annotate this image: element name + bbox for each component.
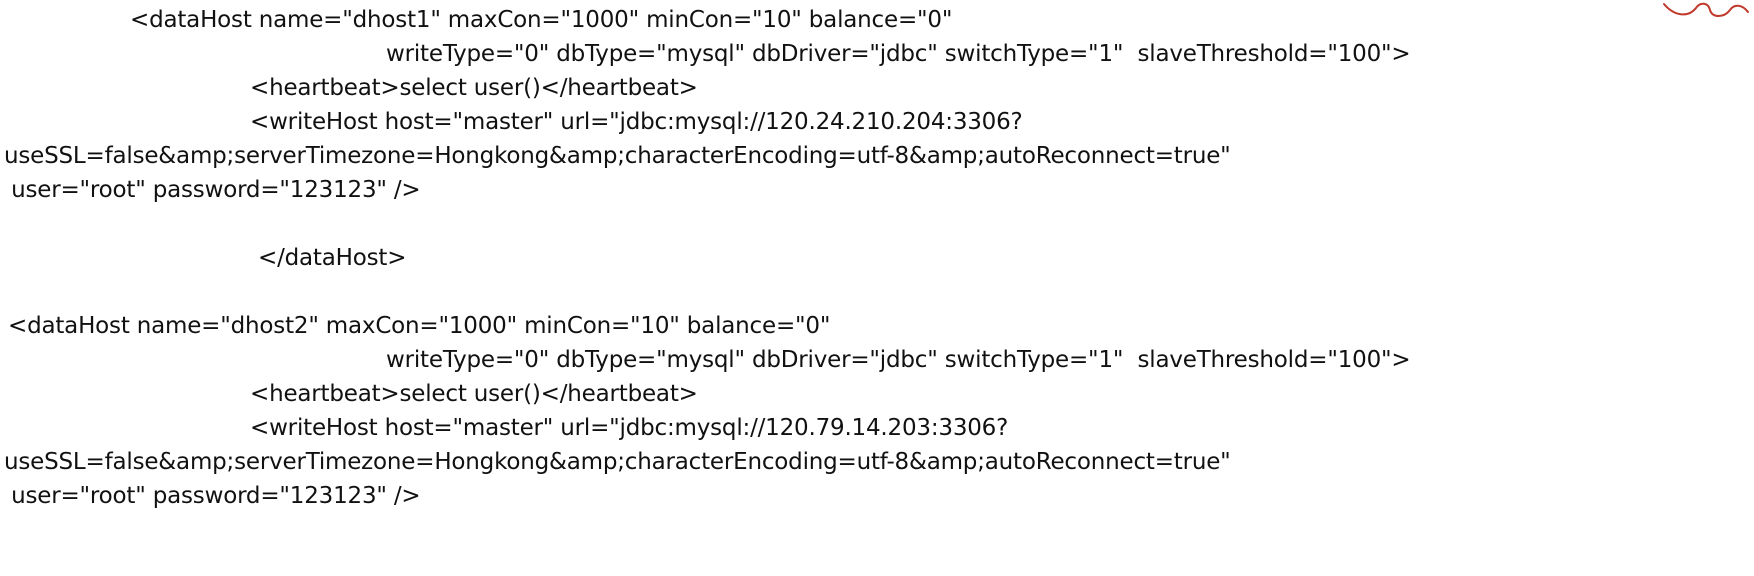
code-line-datahost1-attrs: writeType="0" dbType="mysql" dbDriver="j… [386, 41, 1411, 67]
code-line-writehost2: <writeHost host="master" url="jdbc:mysql… [250, 415, 1009, 441]
code-line-writehost1: <writeHost host="master" url="jdbc:mysql… [250, 109, 1023, 135]
code-line-datahost2-attrs: writeType="0" dbType="mysql" dbDriver="j… [386, 347, 1411, 373]
code-line-datahost2-open: <dataHost name="dhost2" maxCon="1000" mi… [8, 313, 831, 339]
code-line-datahost1-open: <dataHost name="dhost1" maxCon="1000" mi… [130, 7, 953, 33]
code-line-url-params2: useSSL=false&amp;serverTimezone=Hongkong… [4, 449, 1231, 475]
red-scribble-icon [1663, 2, 1749, 17]
code-line-credentials2: user="root" password="123123" /> [4, 483, 421, 509]
code-line-heartbeat2: <heartbeat>select user()</heartbeat> [250, 381, 698, 407]
code-line-heartbeat1: <heartbeat>select user()</heartbeat> [250, 75, 698, 101]
code-line-datahost1-close: </dataHost> [258, 245, 407, 271]
code-line-credentials1: user="root" password="123123" /> [4, 177, 421, 203]
code-line-url-params1: useSSL=false&amp;serverTimezone=Hongkong… [4, 143, 1231, 169]
